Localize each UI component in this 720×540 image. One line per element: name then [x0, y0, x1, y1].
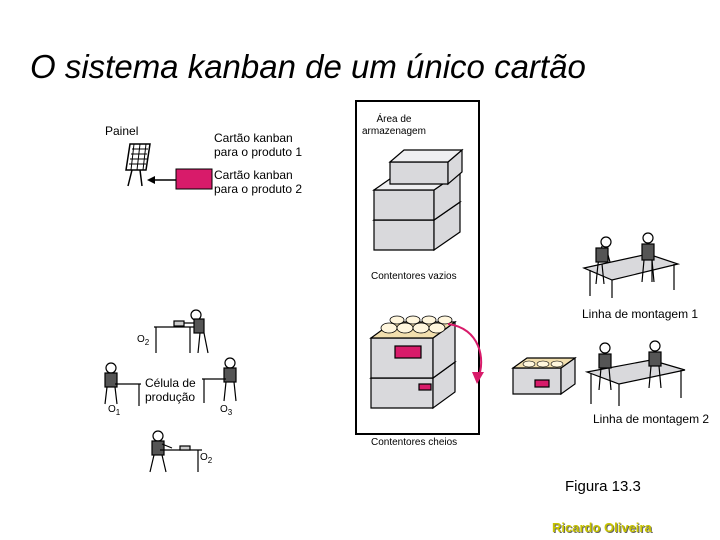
operator-o3-label: O3: [220, 404, 233, 417]
production-cell-bottom-workstation-icon: [149, 430, 202, 473]
production-cell-label: Célula de produção: [145, 376, 196, 404]
storage-area: [355, 100, 480, 435]
operator-o2-top-label: O2: [137, 334, 150, 347]
operator-o2-bottom-label: O2: [200, 452, 213, 465]
kanban-card-1-label: Cartão kanban para o produto 1: [214, 131, 303, 159]
assembly-line-1-icon: [582, 232, 681, 298]
full-containers-label: Contentores cheios: [371, 437, 458, 448]
kanban-card-2-label: Cartão kanban para o produto 2: [214, 168, 303, 196]
full-containers-icon: [369, 315, 457, 410]
storage-area-label: Área de armazenagem: [362, 114, 426, 137]
operator-o1-label: O1: [108, 404, 121, 417]
empty-containers-icon: [372, 148, 464, 252]
kanban-card-arrow: [147, 176, 179, 184]
empty-containers-label: Contentores vazios: [371, 271, 457, 282]
assembly-line-2-label: Linha de montagem 2: [593, 412, 710, 426]
flow-arrow-to-assembly: [447, 323, 484, 384]
page-title: O sistema kanban de um único cartão: [30, 48, 586, 85]
figure-caption: Figura 13.3: [565, 478, 641, 495]
assembly-line-2-icon: [511, 340, 686, 406]
assembly-line-1-label: Linha de montagem 1: [582, 307, 699, 321]
author-credit: Ricardo Oliveira: [552, 520, 652, 535]
production-cell-left-workstation-icon: [104, 362, 141, 406]
production-cell-top-workstation-icon: [154, 309, 209, 354]
kanban-card-2: [175, 168, 213, 190]
panel-board-icon: [125, 143, 151, 187]
production-cell-right-workstation-icon: [202, 357, 237, 403]
panel-label: Painel: [105, 124, 139, 138]
